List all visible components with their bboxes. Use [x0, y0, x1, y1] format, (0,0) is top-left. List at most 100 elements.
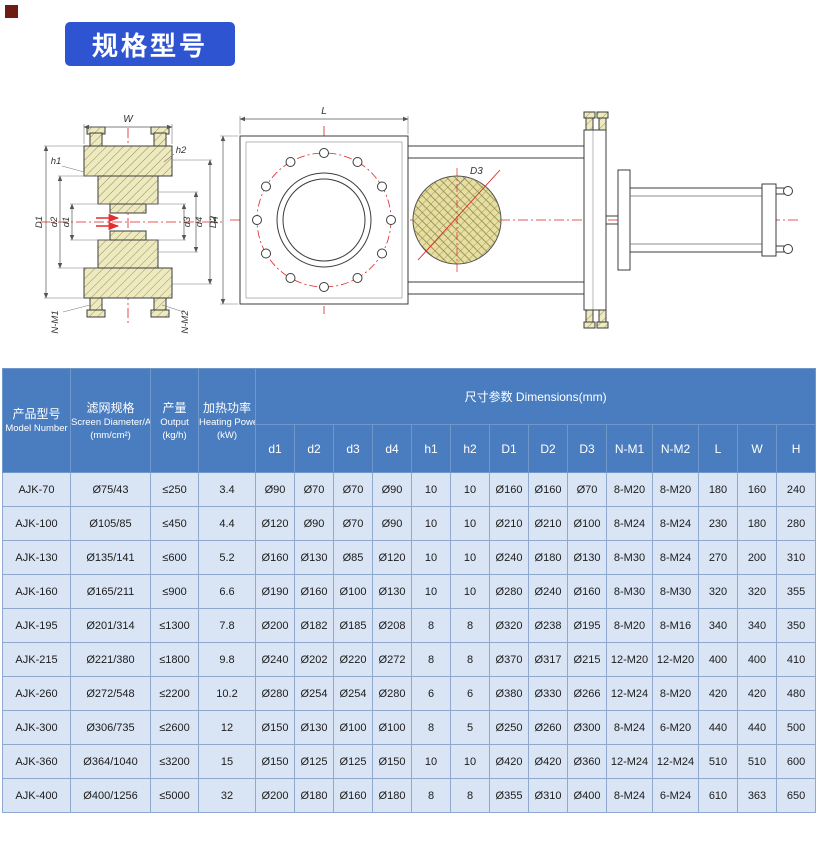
spec-cell: 6.6 [198, 574, 256, 609]
spec-cell: 410 [775, 642, 817, 677]
dim-col-d2: D2 [528, 424, 568, 473]
spec-cell: 355 [775, 574, 817, 609]
header-heating-zh: 加热功率 [202, 400, 251, 415]
spec-cell: Ø195 [567, 608, 607, 643]
spec-cell: Ø280 [489, 574, 529, 609]
spec-cell: ≤2600 [150, 710, 199, 745]
spec-cell: Ø90 [294, 506, 334, 541]
spec-cell: 10 [450, 506, 490, 541]
spec-cell: Ø355 [489, 778, 529, 813]
spec-cell: 180 [698, 472, 738, 507]
spec-cell: 8-M20 [606, 472, 653, 507]
spec-cell: 420 [737, 676, 777, 711]
spec-cell: Ø70 [294, 472, 334, 507]
dim-col-h2: h2 [450, 424, 490, 473]
spec-cell: Ø208 [372, 608, 412, 643]
dim-col-n-m1: N-M1 [606, 424, 653, 473]
header-output-en: Output [160, 416, 189, 428]
dim-col-d1: d1 [255, 424, 295, 473]
spec-cell: 10 [450, 472, 490, 507]
spec-cell: Ø100 [567, 506, 607, 541]
front-view: L H D3 [210, 106, 800, 329]
spec-cell: Ø160 [567, 574, 607, 609]
spec-cell: Ø100 [333, 710, 373, 745]
spec-cell: 6-M20 [652, 710, 699, 745]
spec-cell: 12-M24 [652, 744, 699, 779]
spec-cell: Ø400/1256 [70, 778, 151, 813]
spec-cell: 650 [775, 778, 817, 813]
spec-cell: Ø130 [372, 574, 412, 609]
header-screen: 滤网规格 Screen Diameter/Area (mm/cm²) [70, 368, 151, 473]
spec-cell: 32 [198, 778, 256, 813]
spec-cell: Ø300 [567, 710, 607, 745]
spec-cell: Ø317 [528, 642, 568, 677]
spec-cell: Ø370 [489, 642, 529, 677]
dim-label-l: L [321, 106, 327, 117]
spec-cell: 8-M30 [606, 540, 653, 575]
header-screen-unit: (mm/cm²) [90, 429, 131, 441]
spec-cell: 10 [411, 540, 451, 575]
spec-cell: 8 [411, 608, 451, 643]
spec-cell: 5 [450, 710, 490, 745]
spec-cell: Ø266 [567, 676, 607, 711]
dim-col-l: L [698, 424, 738, 473]
spec-cell: Ø190 [255, 574, 295, 609]
spec-cell: Ø215 [567, 642, 607, 677]
section-view: W h1 h2 D1 d2 d1 d3 d4 D2 N-M1 [34, 114, 222, 334]
spec-cell: Ø272 [372, 642, 412, 677]
spec-cell: Ø260 [528, 710, 568, 745]
header-model-en: Model Number [5, 423, 68, 434]
spec-cell: Ø100 [372, 710, 412, 745]
spec-cell: Ø70 [333, 472, 373, 507]
spec-cell: 7.8 [198, 608, 256, 643]
spec-cell: Ø280 [372, 676, 412, 711]
spec-cell: Ø182 [294, 608, 334, 643]
spec-cell: Ø160 [489, 472, 529, 507]
section-title-banner: 规格型号 [65, 22, 235, 66]
model-number-cell: AJK-160 [2, 574, 71, 609]
header-heating-en: Heating Power [199, 416, 256, 428]
spec-cell: 8 [450, 778, 490, 813]
spec-cell: Ø250 [489, 710, 529, 745]
spec-cell: Ø125 [333, 744, 373, 779]
spec-cell: 10.2 [198, 676, 256, 711]
spec-cell: Ø320 [489, 608, 529, 643]
spec-cell: 10 [450, 574, 490, 609]
model-number-cell: AJK-400 [2, 778, 71, 813]
spec-cell: Ø85 [333, 540, 373, 575]
spec-cell: 363 [737, 778, 777, 813]
dim-col-d3: d3 [333, 424, 373, 473]
header-model-zh: 产品型号 [12, 407, 61, 421]
model-number-cell: AJK-360 [2, 744, 71, 779]
spec-cell: 510 [737, 744, 777, 779]
spec-cell: Ø185 [333, 608, 373, 643]
header-output-unit: (kg/h) [162, 429, 187, 441]
spec-cell: 180 [737, 506, 777, 541]
spec-cell: Ø200 [255, 608, 295, 643]
spec-cell: Ø135/141 [70, 540, 151, 575]
dim-col-d2: d2 [294, 424, 334, 473]
spec-cell: 240 [775, 472, 817, 507]
spec-cell: Ø70 [333, 506, 373, 541]
spec-cell: 12-M20 [606, 642, 653, 677]
spec-cell: ≤600 [150, 540, 199, 575]
header-dimensions: 尺寸参数 Dimensions(mm) [254, 368, 817, 425]
spec-cell: Ø165/211 [70, 574, 151, 609]
dim-col-w: W [737, 424, 777, 473]
spec-cell: Ø380 [489, 676, 529, 711]
spec-cell: Ø90 [255, 472, 295, 507]
spec-cell: 8-M16 [652, 608, 699, 643]
spec-cell: Ø130 [294, 540, 334, 575]
dim-col-d1: D1 [489, 424, 529, 473]
spec-cell: Ø202 [294, 642, 334, 677]
spec-cell: 10 [450, 744, 490, 779]
spec-cell: Ø90 [372, 472, 412, 507]
model-number-cell: AJK-100 [2, 506, 71, 541]
